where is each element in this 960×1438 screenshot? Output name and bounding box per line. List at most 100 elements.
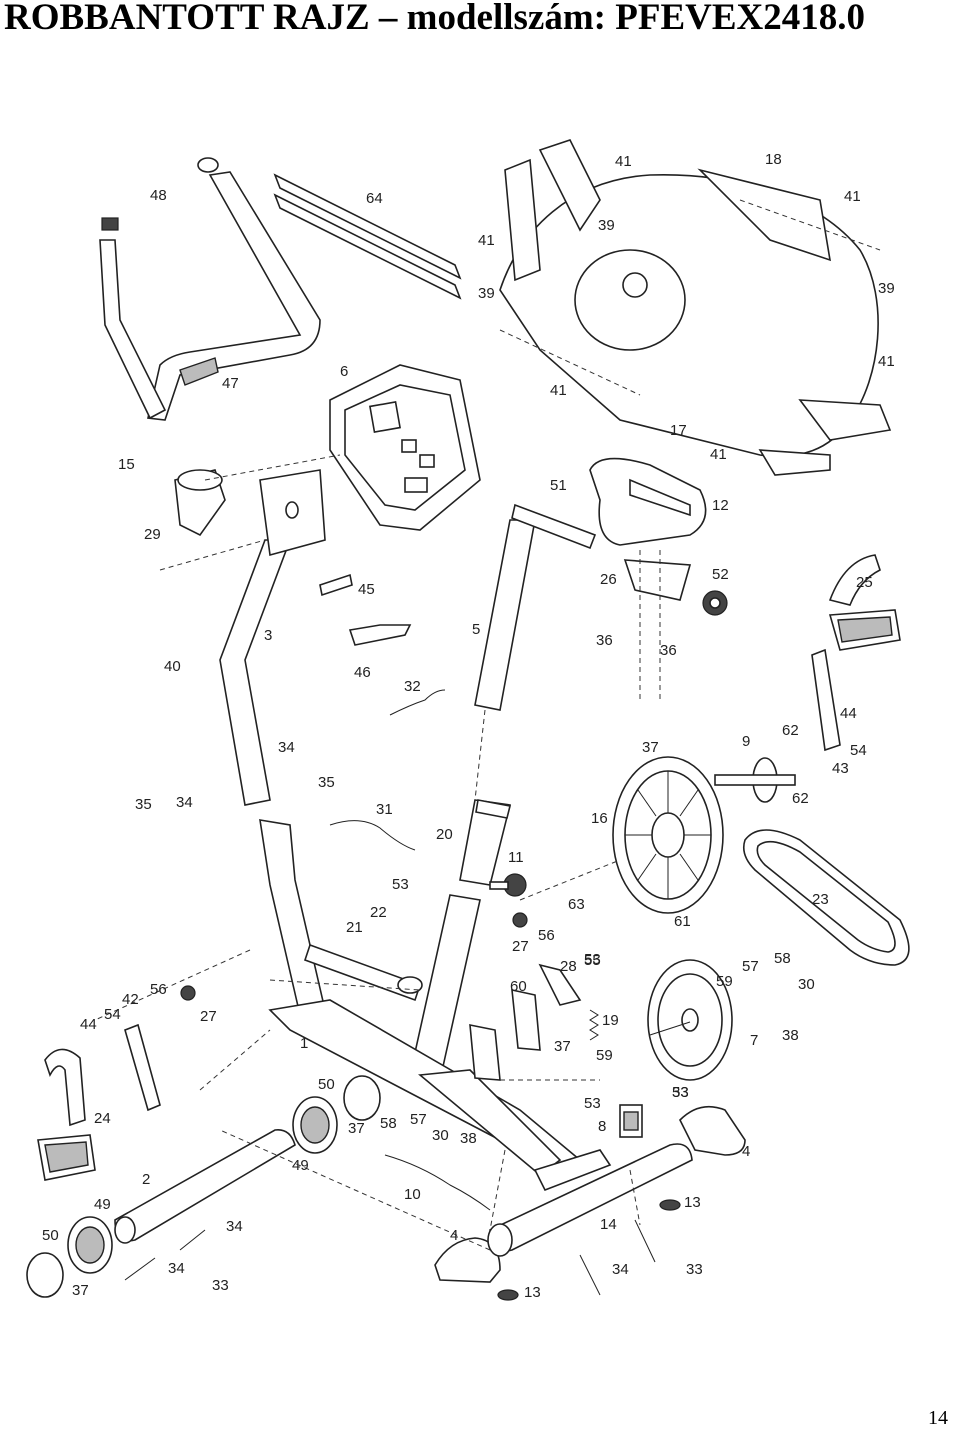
part-console — [329, 364, 481, 531]
callout: 30 — [798, 976, 815, 993]
callout: 32 — [404, 678, 421, 695]
callout: 61 — [674, 913, 691, 930]
callout: 48 — [150, 187, 167, 204]
callout: 3 — [264, 627, 272, 644]
callout: 33 — [672, 1084, 689, 1101]
page-title: ROBBANTOTT RAJZ – modellszám: PFEVEX2418… — [4, 0, 865, 38]
callout: 24 — [94, 1110, 111, 1127]
part-endcap-front — [679, 1105, 746, 1156]
callout: 54 — [850, 742, 867, 759]
part-pedal-right — [828, 554, 901, 651]
callout: 39 — [878, 280, 895, 297]
part-pedal-left — [37, 1048, 96, 1181]
part-wheel-cover-50a — [343, 1075, 381, 1121]
callout: 38 — [782, 1027, 799, 1044]
part-belt — [742, 829, 910, 966]
callout: 51 — [550, 477, 567, 494]
callout: 35 — [318, 774, 335, 791]
part-foot-b — [497, 1289, 519, 1301]
callout: 59 — [716, 973, 733, 990]
part-sensor-45 — [319, 573, 353, 597]
callout: 56 — [150, 981, 167, 998]
callout: 26 — [600, 571, 617, 588]
callout: 59 — [596, 1047, 613, 1064]
part-wheel-49b — [67, 1216, 113, 1274]
callout: 49 — [292, 1157, 309, 1174]
callout: 53 — [672, 1084, 689, 1101]
part-main-frame — [259, 819, 612, 1192]
callout: 17 — [670, 422, 687, 439]
part-bolts-33 — [124, 1219, 656, 1296]
part-curved-handlebar — [147, 157, 321, 421]
callout: 63 — [568, 896, 585, 913]
callout: 5 — [472, 621, 480, 638]
callout: 20 — [436, 826, 453, 843]
callout: 19 — [602, 1012, 619, 1029]
part-seat — [589, 457, 707, 546]
callout: 43 — [832, 760, 849, 777]
part-foot-a — [659, 1199, 681, 1211]
callout: 13 — [524, 1284, 541, 1301]
part-magnet — [619, 1104, 643, 1138]
callout: 40 — [164, 658, 181, 675]
callout: 41 — [615, 153, 632, 170]
callout: 53 — [584, 1095, 601, 1112]
part-crank-right — [811, 648, 841, 752]
callout: 33 — [212, 1277, 229, 1294]
callout: 62 — [782, 722, 799, 739]
callout: 57 — [742, 958, 759, 975]
part-wheel-cover-50b — [26, 1252, 64, 1298]
callout: 4 — [742, 1143, 750, 1160]
callout: 21 — [346, 919, 363, 936]
callout: 37 — [72, 1282, 89, 1299]
callout: 28 — [560, 958, 577, 975]
part-wire-harness — [329, 689, 446, 851]
callout: 27 — [200, 1008, 217, 1025]
callout: 34 — [278, 739, 295, 756]
callout: 64 — [366, 190, 383, 207]
part-wire — [384, 1154, 491, 1211]
callout: 52 — [712, 566, 729, 583]
callout: 7 — [750, 1032, 758, 1049]
part-front-stabilizer — [114, 1128, 296, 1244]
callout: 14 — [600, 1216, 617, 1233]
callout: 36 — [660, 642, 677, 659]
callout: 18 — [765, 151, 782, 168]
callout: 30 — [432, 1127, 449, 1144]
callouts: 1 2 3 4 4 5 6 7 8 9 10 11 12 13 13 14 15… — [42, 151, 895, 1301]
part-grip-sensor-46 — [348, 624, 412, 646]
part-knob — [702, 590, 728, 616]
callout: 41 — [550, 382, 567, 399]
part-pulley-wheel — [612, 756, 724, 914]
callout: 53 — [584, 951, 601, 968]
callout: 62 — [792, 790, 809, 807]
callout: 11 — [508, 849, 524, 866]
part-axle — [714, 757, 796, 803]
callout: 45 — [358, 581, 375, 598]
callout: 42 — [122, 991, 139, 1008]
assembly-lines — [94, 199, 881, 1251]
callout: 37 — [348, 1120, 365, 1137]
callout: 27 — [512, 938, 529, 955]
callout: 55 — [584, 952, 601, 969]
callout: 2 — [142, 1171, 150, 1188]
callout: 49 — [94, 1196, 111, 1213]
callout: 15 — [118, 456, 135, 473]
part-bearing-27 — [180, 912, 528, 1001]
callout: 44 — [840, 705, 857, 722]
part-seat-bracket — [623, 559, 692, 601]
callout: 37 — [554, 1038, 571, 1055]
callout: 10 — [404, 1186, 421, 1203]
callout: 23 — [812, 891, 829, 908]
callout: 34 — [176, 794, 193, 811]
callout: 56 — [538, 927, 555, 944]
part-rear-stabilizer — [487, 1143, 693, 1257]
callout: 12 — [712, 497, 729, 514]
callout: 8 — [598, 1118, 606, 1135]
callout: 16 — [591, 810, 608, 827]
callout: 47 — [222, 375, 239, 392]
part-wheel-49a — [292, 1096, 338, 1154]
callout: 41 — [878, 353, 895, 370]
callout: 4 — [450, 1227, 458, 1244]
